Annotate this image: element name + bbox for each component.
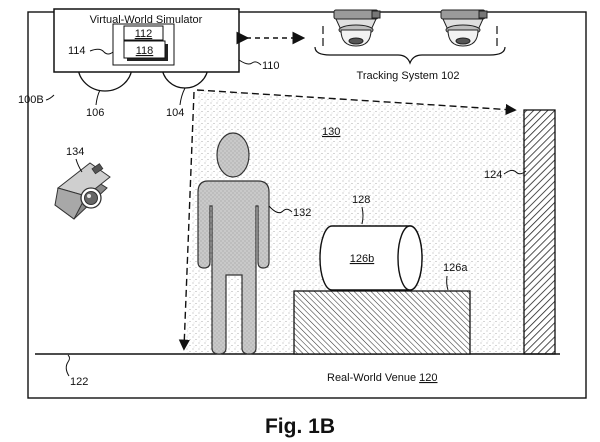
simulator-inner-front-label: 118 — [136, 45, 154, 57]
block-ref-leader — [446, 275, 449, 291]
person-figure — [197, 132, 270, 355]
simulator-inner-ref: 114 — [68, 45, 86, 57]
camera-ref-leader — [75, 158, 83, 173]
tracking-dashes — [322, 26, 498, 46]
zone-ref: 130 — [322, 126, 340, 138]
projector-left-ref: 106 — [86, 107, 104, 119]
projector-left-leader — [95, 89, 101, 106]
simulator-inner-back-label: 112 — [135, 28, 153, 40]
simulator-inner-leader — [89, 48, 114, 55]
venue-label: Real-World Venue 120 — [327, 372, 437, 384]
floor-ref: 122 — [70, 376, 88, 388]
camera-icon — [54, 162, 111, 220]
venue-wall — [523, 109, 556, 355]
tracking-label: Tracking System 102 — [357, 70, 460, 82]
outer-frame — [27, 11, 587, 399]
person-ref-leader — [268, 205, 293, 214]
venue-label-text: Real-World Venue — [327, 372, 419, 384]
simulator-title: Virtual-World Simulator — [90, 14, 203, 26]
system-ref-leader — [45, 94, 55, 101]
system-ref: 100B — [18, 94, 44, 106]
tracking-sensor-right-icon — [440, 9, 488, 47]
projection-edge-top — [196, 89, 517, 116]
block-object — [293, 290, 471, 355]
tracking-brace — [314, 46, 506, 65]
simulator-inner-group — [112, 23, 175, 66]
cylinder-object — [319, 225, 423, 291]
venue-label-ref: 120 — [419, 372, 437, 384]
camera-ref: 134 — [66, 146, 84, 158]
wall-ref-leader — [503, 169, 527, 175]
object-ref: 128 — [352, 194, 370, 206]
projection-edge-left — [178, 91, 195, 351]
simulator-ref: 110 — [262, 60, 280, 72]
wall-ref: 124 — [484, 169, 502, 181]
object-label: 126b — [350, 253, 374, 265]
projection-zone — [186, 90, 524, 354]
block-ref: 126a — [443, 262, 468, 274]
projector-right-leader — [179, 87, 186, 106]
simulator-ref-leader — [238, 59, 262, 66]
simulator-inner-back — [123, 25, 164, 41]
figure-caption: Fig. 1B — [265, 415, 335, 438]
simulator-inner-front — [123, 40, 166, 59]
projector-right-ref: 104 — [166, 107, 184, 119]
person-ref: 132 — [293, 207, 311, 219]
object-ref-leader — [361, 206, 364, 225]
tracking-sensor-left-icon — [333, 9, 381, 47]
floor-ref-leader — [65, 354, 70, 377]
